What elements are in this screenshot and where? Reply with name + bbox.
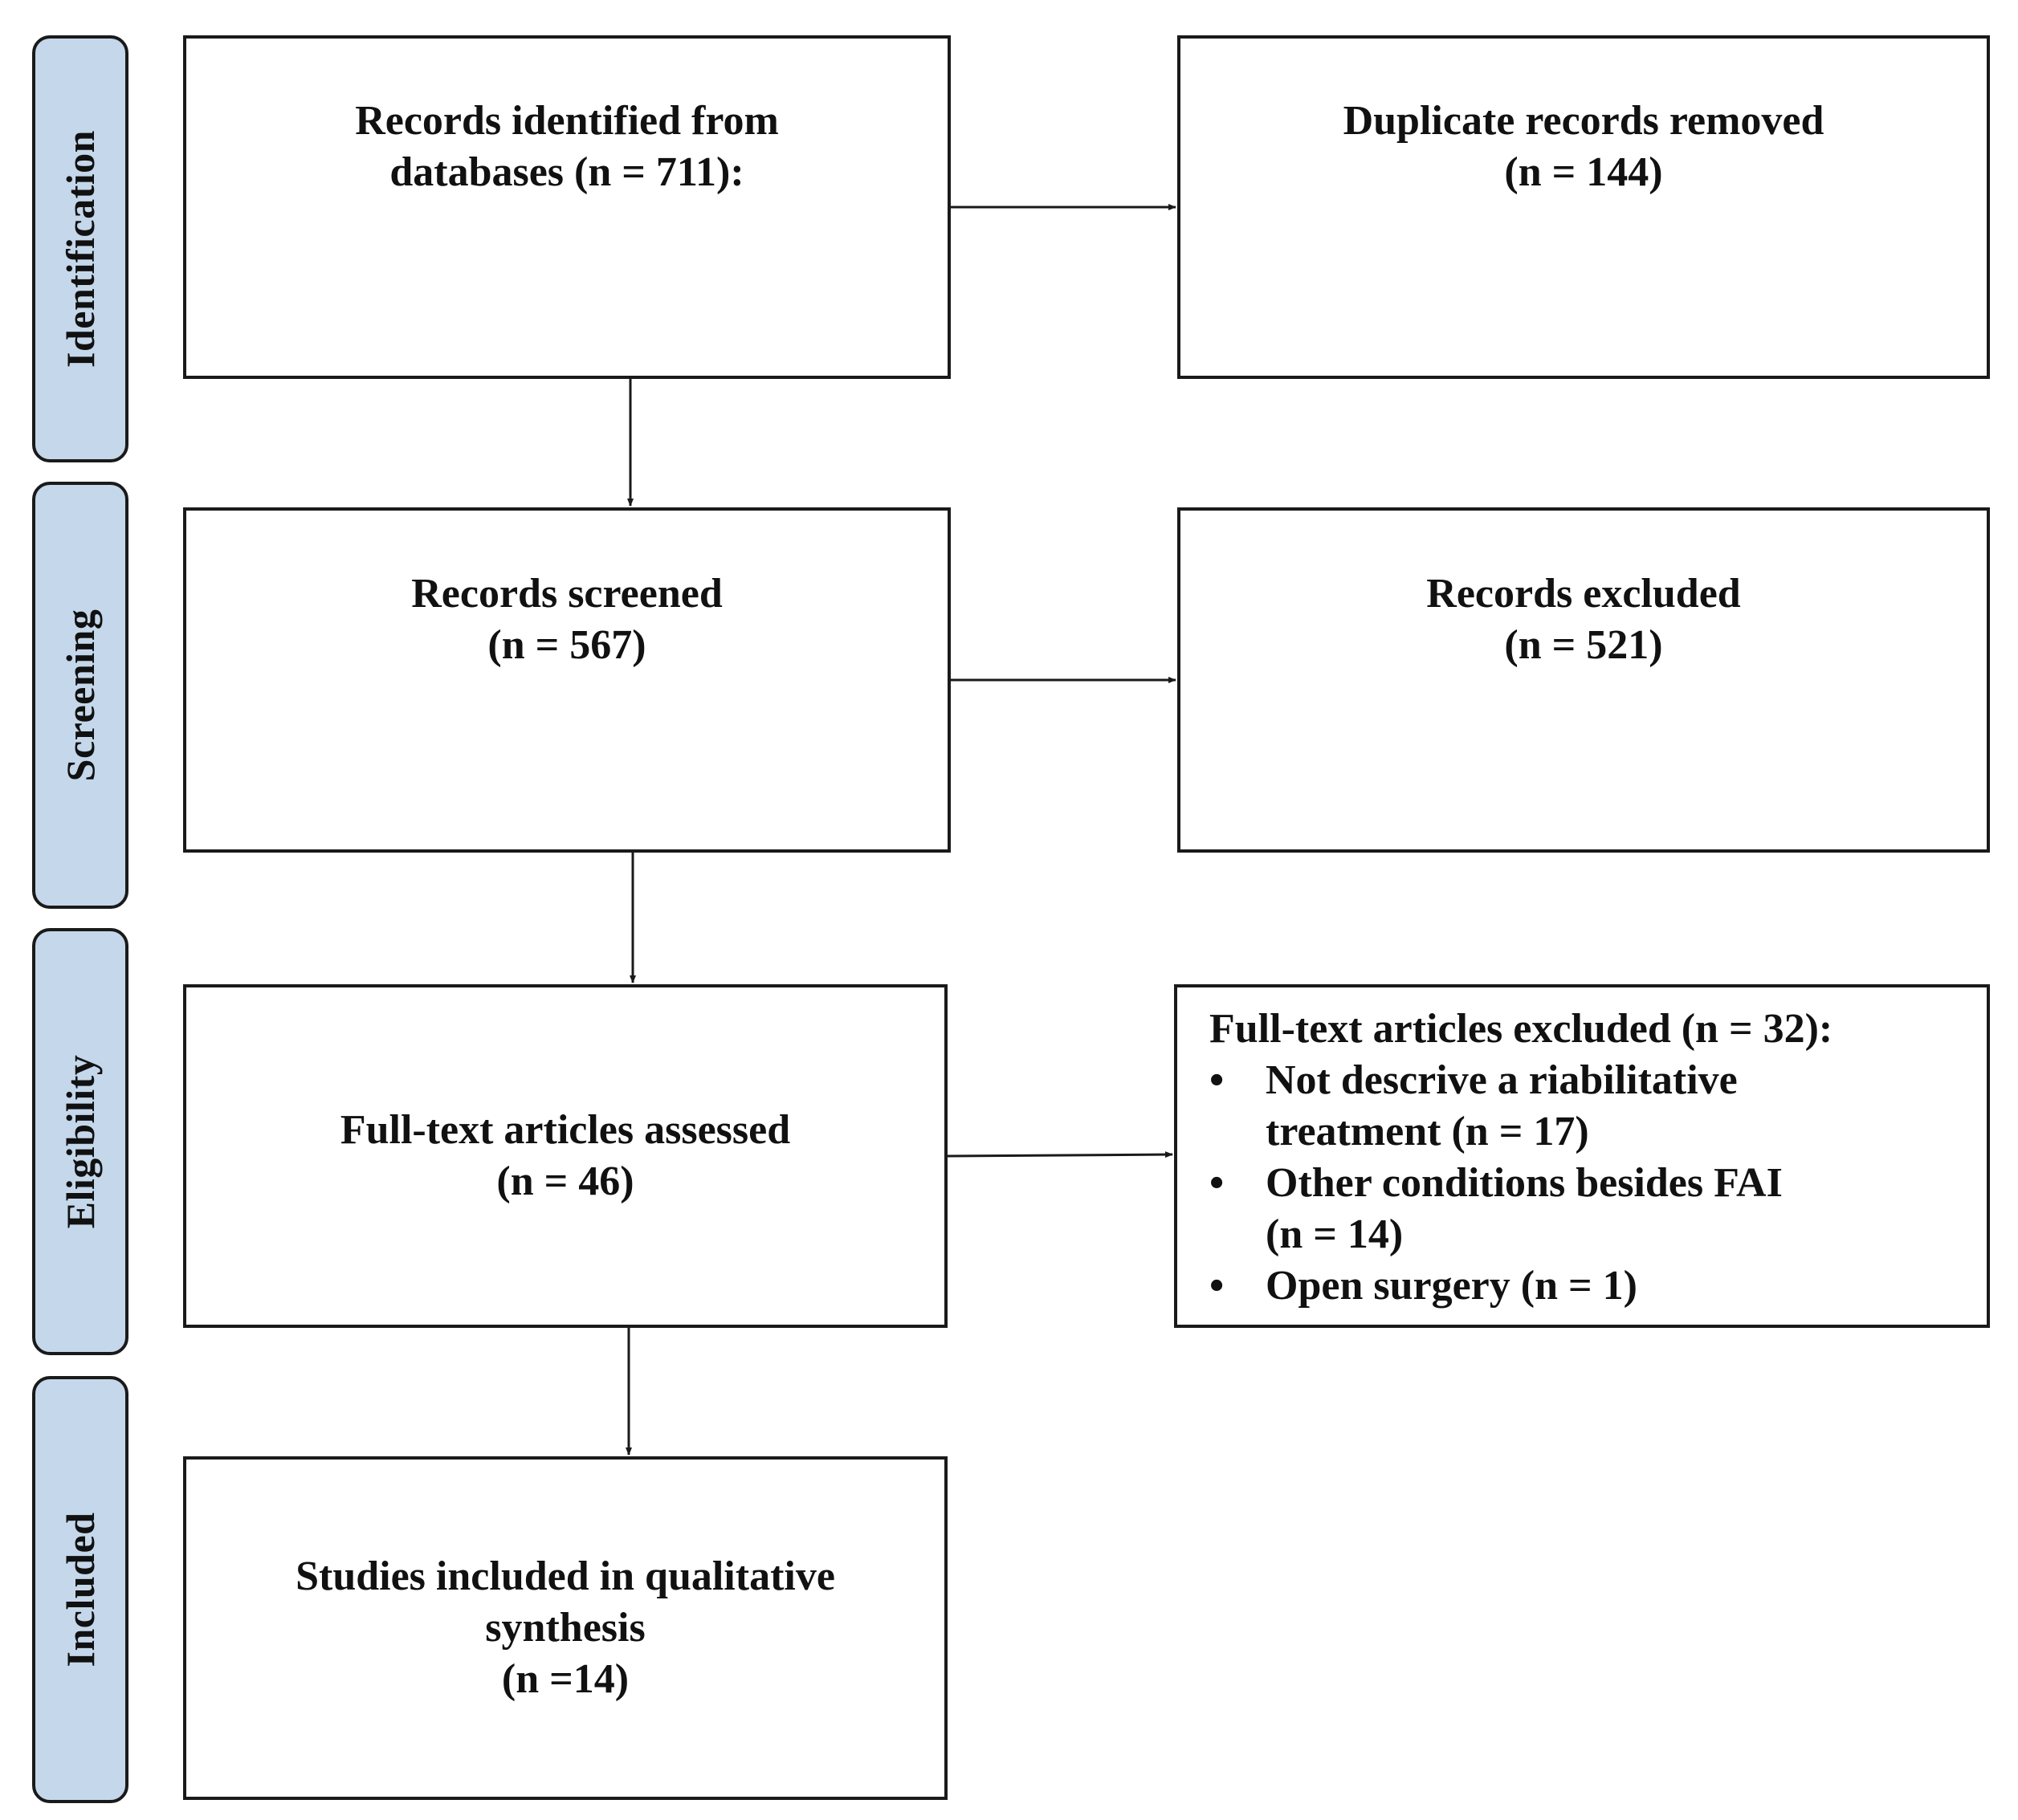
arrow-assessed-to-fulltext-excluded	[947, 1151, 1173, 1158]
duplicates-removed-box: Duplicate records removed (n = 144)	[1177, 35, 1990, 379]
exclusion-reason-item: • Open surgery (n = 1)	[1209, 1260, 1963, 1312]
bullet-icon: •	[1209, 1057, 1225, 1103]
records-identified-box: Records identified from databases (n = 7…	[183, 35, 951, 379]
phase-tab-included: Included	[32, 1376, 128, 1803]
records-excluded-line-1: Records excluded	[1426, 571, 1741, 617]
exclusion-reason-line: Not descrive a riabilitative	[1266, 1057, 1738, 1103]
bullet-icon: •	[1209, 1263, 1225, 1309]
phase-tab-identification: Identification	[32, 35, 128, 462]
exclusion-reason-item: • Not descrive a riabilitative treatment…	[1209, 1055, 1963, 1158]
phase-tab-screening: Screening	[32, 482, 128, 909]
exclusion-reason-line: Open surgery (n = 1)	[1266, 1263, 1637, 1309]
exclusion-reason-line: Other conditions besides FAI	[1266, 1160, 1783, 1206]
records-screened-line-2: (n = 567)	[487, 622, 646, 668]
duplicates-removed-line-1: Duplicate records removed	[1343, 98, 1824, 144]
studies-included-line-2: synthesis	[485, 1605, 646, 1651]
phase-label-screening: Screening	[58, 609, 103, 782]
phase-label-included: Included	[58, 1512, 103, 1667]
exclusion-reason-line: (n = 14)	[1266, 1211, 1404, 1257]
records-identified-line-2: databases (n = 711):	[389, 149, 744, 195]
fulltext-excluded-box: Full-text articles excluded (n = 32): • …	[1174, 984, 1990, 1328]
fulltext-assessed-box: Full-text articles assessed (n = 46)	[183, 984, 948, 1328]
fulltext-assessed-line-1: Full-text articles assessed	[340, 1107, 791, 1153]
phase-label-eligibility: Eligibility	[58, 1054, 103, 1229]
records-screened-box: Records screened (n = 567)	[183, 507, 951, 853]
exclusion-reason-item: • Other conditions besides FAI (n = 14)	[1209, 1158, 1963, 1260]
studies-included-box: Studies included in qualitative synthesi…	[183, 1456, 948, 1800]
phase-label-identification: Identification	[58, 130, 103, 368]
records-excluded-box: Records excluded (n = 521)	[1177, 507, 1990, 853]
bullet-icon: •	[1209, 1160, 1225, 1206]
exclusion-reason-line: treatment (n = 17)	[1266, 1109, 1589, 1154]
records-excluded-line-2: (n = 521)	[1504, 622, 1663, 668]
records-screened-line-1: Records screened	[411, 571, 723, 617]
exclusion-reasons-list: • Not descrive a riabilitative treatment…	[1209, 1055, 1963, 1312]
duplicates-removed-line-2: (n = 144)	[1504, 149, 1663, 195]
fulltext-excluded-title: Full-text articles excluded (n = 32):	[1209, 1006, 1833, 1052]
fulltext-assessed-line-2: (n = 46)	[496, 1158, 634, 1204]
studies-included-line-1: Studies included in qualitative	[296, 1553, 835, 1599]
phase-tab-eligibility: Eligibility	[32, 928, 128, 1355]
studies-included-line-3: (n =14)	[501, 1656, 630, 1702]
records-identified-line-1: Records identified from	[355, 98, 779, 144]
